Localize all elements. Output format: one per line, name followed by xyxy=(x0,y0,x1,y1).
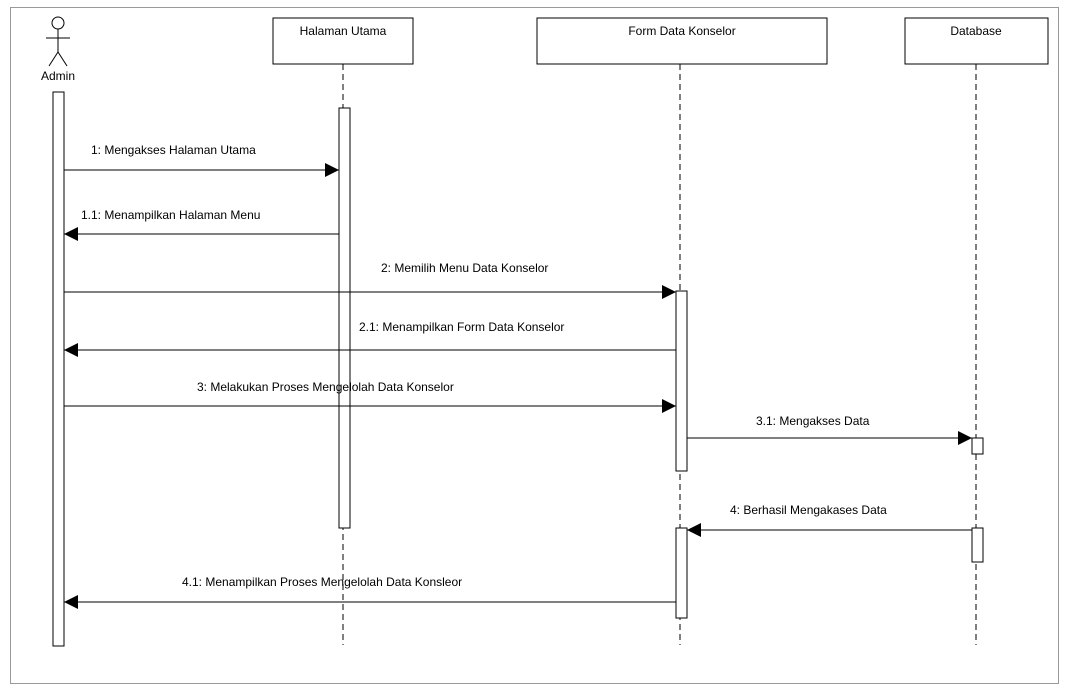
lifeline-form-data-konselor: Form Data Konselor xyxy=(536,17,828,645)
message-label: 4: Berhasil Mengakases Data xyxy=(730,503,887,517)
lifeline-halaman-utama: Halaman Utama xyxy=(272,17,414,645)
lifeline-header-box xyxy=(272,17,414,65)
lifeline-label: Halaman Utama xyxy=(300,24,387,38)
activation-bar xyxy=(52,91,65,647)
activation-bar xyxy=(338,107,351,529)
diagram-frame xyxy=(10,7,1059,684)
message: 1: Mengakses Halaman Utama xyxy=(64,143,339,177)
message-label: 1.1: Menampilkan Halaman Menu xyxy=(81,208,260,222)
message: 4.1: Menampilkan Proses Mengelolah Data … xyxy=(64,575,676,609)
lifeline-header-box xyxy=(536,17,828,65)
activation-bar xyxy=(675,527,688,619)
lifeline-label: Form Data Konselor xyxy=(628,24,735,38)
message: 3.1: Mengakses Data xyxy=(687,414,972,445)
lifeline-label: Database xyxy=(950,24,1002,38)
message: 1.1: Menampilkan Halaman Menu xyxy=(64,208,339,241)
message-label: 2.1: Menampilkan Form Data Konselor xyxy=(359,320,564,334)
message-label: 3: Melakukan Proses Mengelolah Data Kons… xyxy=(197,380,454,394)
message-label: 1: Mengakses Halaman Utama xyxy=(91,143,256,157)
message: 4: Berhasil Mengakases Data xyxy=(687,503,972,537)
message: 2: Memilih Menu Data Konselor xyxy=(64,261,676,299)
actor-label: Admin xyxy=(41,69,75,83)
message: 2.1: Menampilkan Form Data Konselor xyxy=(64,320,676,357)
activation-bar xyxy=(971,437,984,455)
message-label: 4.1: Menampilkan Proses Mengelolah Data … xyxy=(182,575,462,589)
activation-bar xyxy=(675,290,688,472)
lifeline-database: Database xyxy=(904,17,1049,645)
stick-figure-icon xyxy=(46,16,70,67)
activation-bar xyxy=(971,527,984,563)
actor-admin: Admin xyxy=(41,16,75,647)
message-label: 2: Memilih Menu Data Konselor xyxy=(381,261,548,275)
message: 3: Melakukan Proses Mengelolah Data Kons… xyxy=(64,380,676,413)
lifeline-header-box xyxy=(904,17,1049,65)
message-label: 3.1: Mengakses Data xyxy=(756,414,870,428)
